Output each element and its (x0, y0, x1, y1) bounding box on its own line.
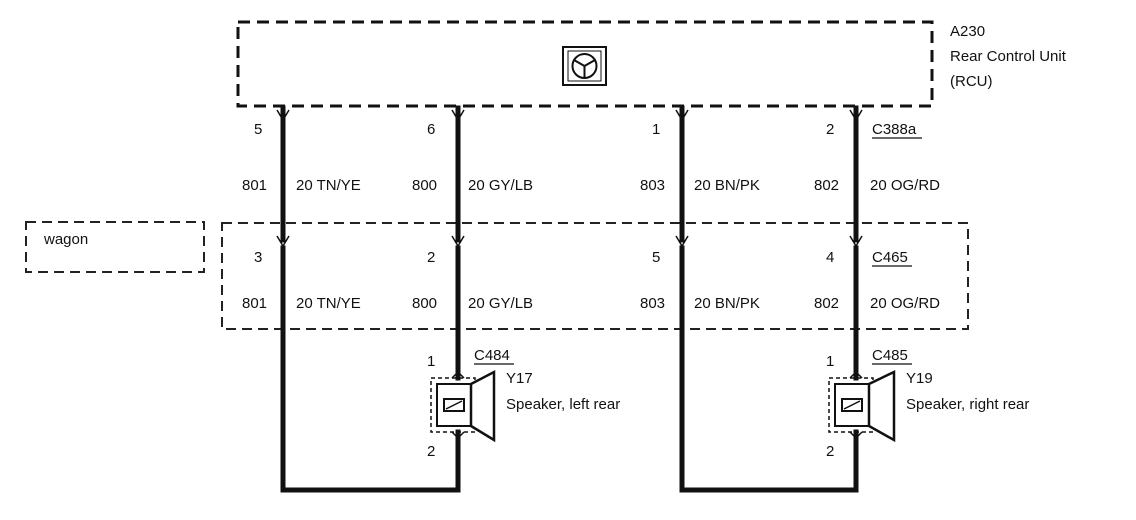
wire-spec: 20 BN/PK (694, 177, 760, 194)
c465-terminals (276, 235, 863, 248)
rcu-abbr: (RCU) (950, 73, 993, 90)
pin-label: 5 (652, 249, 660, 266)
speaker-left-rear-icon (430, 369, 496, 443)
c465-connector-region (221, 222, 969, 330)
speaker-left-name: Speaker, left rear (506, 396, 620, 413)
circuit-number: 801 (242, 177, 267, 194)
connector-c465-label: C465 (872, 249, 908, 266)
pin-label: 1 (652, 121, 660, 138)
speaker-right-name: Speaker, right rear (906, 396, 1029, 413)
circuit-number: 802 (814, 177, 839, 194)
wire-spec: 20 BN/PK (694, 295, 760, 312)
rcu-module-icon (562, 46, 607, 86)
speaker-right-rear-icon (828, 370, 896, 443)
pin-label: 4 (826, 249, 834, 266)
connector-c388a-label: C388a (872, 121, 917, 138)
connector-c484-label: C484 (474, 347, 510, 364)
speaker-pin: 2 (826, 443, 834, 460)
connector-c485-label: C485 (872, 347, 908, 364)
wire-spec: 20 OG/RD (870, 177, 940, 194)
speaker-pin: 1 (826, 353, 834, 370)
speaker-right-id: Y19 (906, 370, 933, 387)
rcu-name: Rear Control Unit (950, 48, 1067, 65)
circuit-number: 800 (412, 295, 437, 312)
wire-spec: 20 OG/RD (870, 295, 940, 312)
pin-label: 2 (826, 121, 834, 138)
pin-label: 6 (427, 121, 435, 138)
circuit-number: 803 (640, 177, 665, 194)
wire-spec: 20 TN/YE (296, 177, 361, 194)
speaker-left-id: Y17 (506, 370, 533, 387)
speaker-pin: 1 (427, 353, 435, 370)
circuit-number: 801 (242, 295, 267, 312)
rcu-id: A230 (950, 23, 985, 40)
circuit-number: 803 (640, 295, 665, 312)
rcu-module-box (236, 20, 934, 108)
wire-spec: 20 TN/YE (296, 295, 361, 312)
wagon-label: wagon (43, 231, 88, 248)
circuit-number: 800 (412, 177, 437, 194)
pin-label: 5 (254, 121, 262, 138)
pin-label: 2 (427, 249, 435, 266)
pin-label: 3 (254, 249, 262, 266)
circuit-number: 802 (814, 295, 839, 312)
wire-spec: 20 GY/LB (468, 295, 533, 312)
speaker-pin: 2 (427, 443, 435, 460)
wagon-option-box (25, 221, 205, 273)
c388a-terminals (276, 109, 863, 122)
wire-spec: 20 GY/LB (468, 177, 533, 194)
